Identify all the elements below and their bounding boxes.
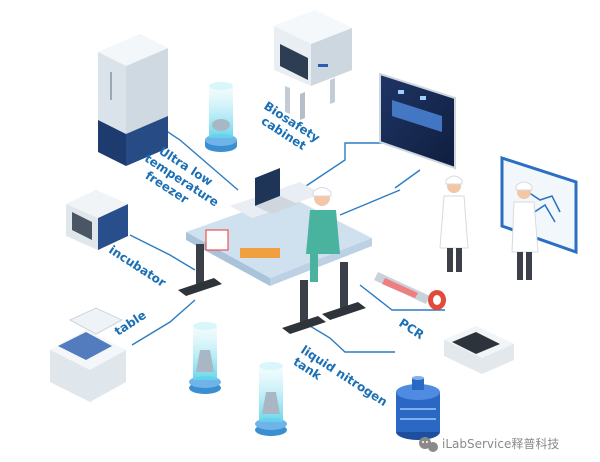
- monitor-screen-icon: [379, 72, 456, 170]
- laptop-icon: [255, 168, 298, 214]
- glass-tube-icon: [255, 362, 287, 436]
- watermark-text: iLabService释普科技: [442, 437, 559, 451]
- connector-monitor: [394, 169, 421, 189]
- incubator-icon: [66, 190, 128, 250]
- scientist-icon: [439, 175, 469, 272]
- ultra-low-freezer-icon: [98, 34, 168, 166]
- scientist-icon: [306, 187, 340, 282]
- label-pcr: PCR: [396, 316, 426, 342]
- shaker-icon: [50, 307, 126, 402]
- connector-biosafety: [299, 142, 395, 191]
- connector-incubator: [129, 234, 196, 271]
- pcr-machine-icon: [444, 326, 514, 374]
- watermark: iLabService释普科技: [419, 437, 559, 452]
- scientist-icon: [511, 181, 539, 280]
- connector-lntank: [299, 319, 395, 353]
- wechat-icon: [419, 437, 438, 452]
- glass-tube-icon: [205, 82, 237, 152]
- glass-tube-icon: [189, 322, 221, 394]
- connector-scientist: [339, 189, 401, 216]
- biosafety-cabinet-icon: [274, 10, 352, 120]
- label-table: table: [112, 308, 149, 339]
- pcr-pipette-icon: [374, 272, 446, 310]
- connector-pcr: [359, 284, 445, 311]
- liquid-nitrogen-tank-icon: [396, 376, 440, 440]
- connector-table: [131, 299, 196, 346]
